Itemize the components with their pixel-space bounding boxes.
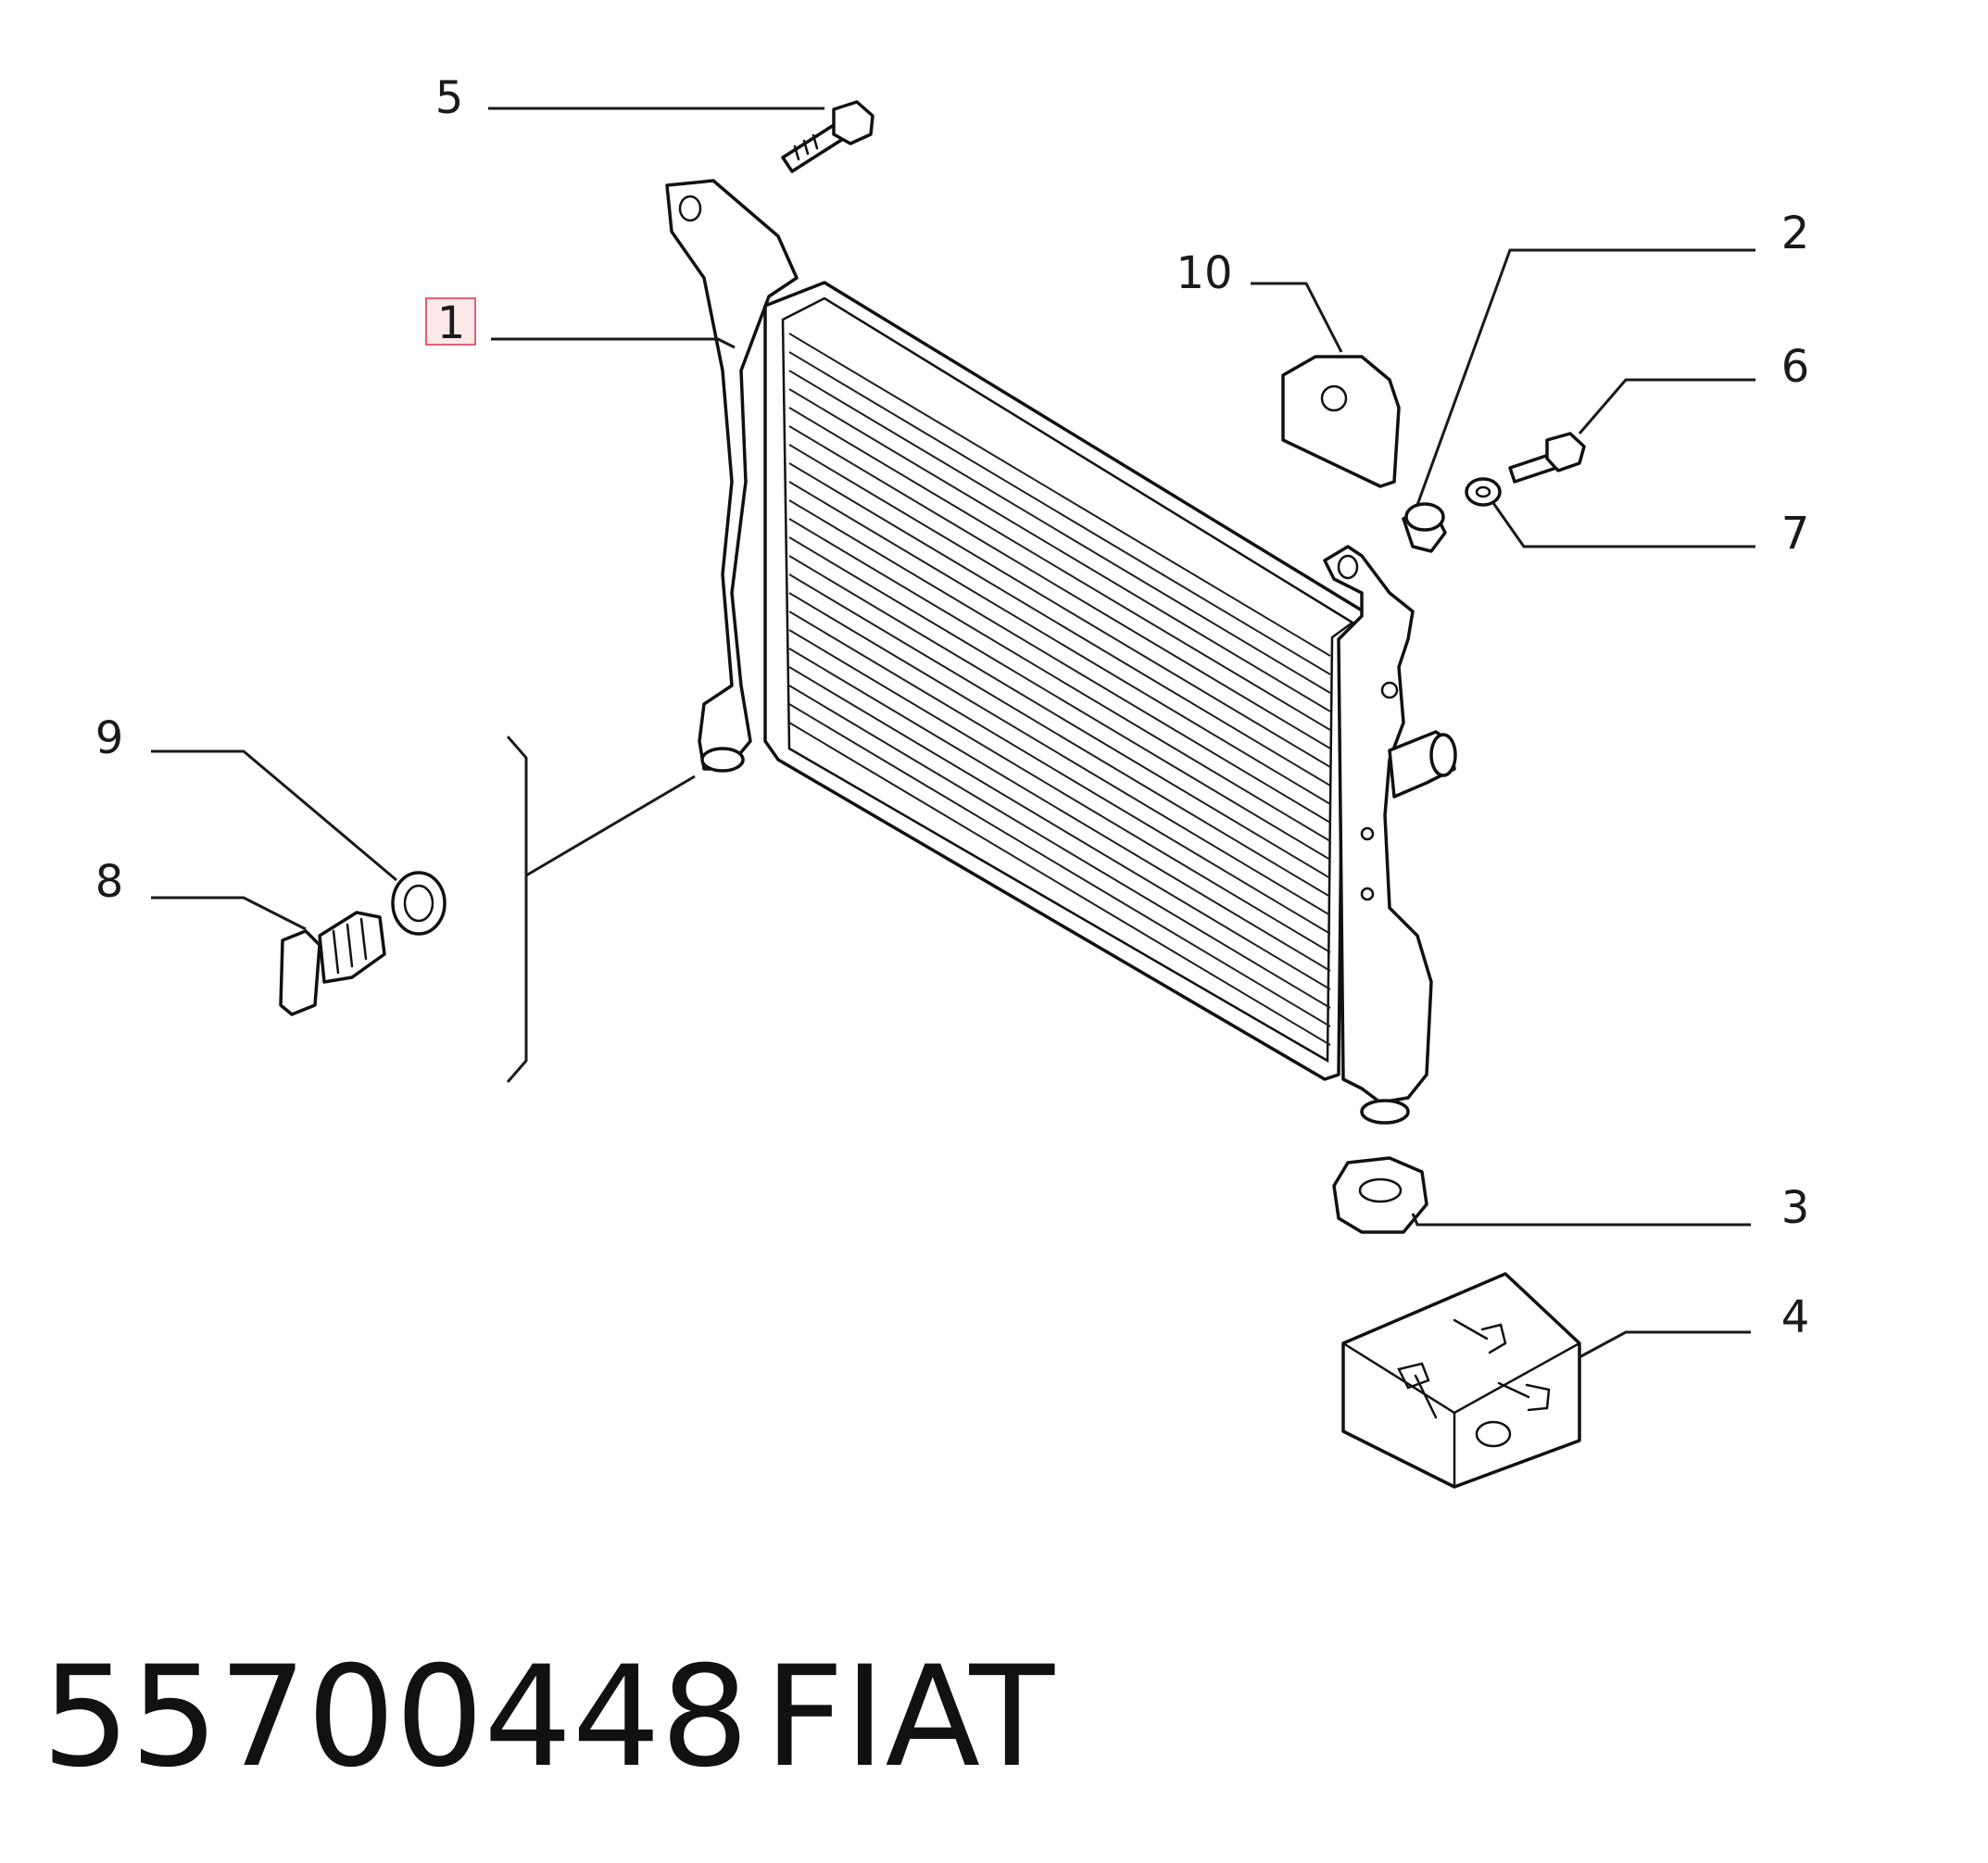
callout-1[interactable]: 1 bbox=[437, 297, 466, 349]
right-tank-port-2 bbox=[1360, 826, 1375, 841]
part-8-drain-plug bbox=[279, 911, 386, 1016]
leader-1 bbox=[491, 337, 736, 349]
leader-10 bbox=[1251, 282, 1343, 353]
callout-9[interactable]: 9 bbox=[95, 712, 124, 764]
kit-bolt-b bbox=[1397, 1362, 1438, 1419]
leader-9 bbox=[151, 749, 397, 882]
kit-bolt-a bbox=[1453, 1318, 1507, 1354]
callout-1-highlight-box bbox=[425, 297, 476, 346]
callout-3[interactable]: 3 bbox=[1781, 1182, 1810, 1234]
radiator-core-inner bbox=[781, 296, 1355, 1064]
leader-3 bbox=[1411, 1213, 1751, 1227]
leader-2 bbox=[1416, 248, 1755, 506]
left-bottom-peg bbox=[700, 747, 745, 773]
callout-2[interactable]: 2 bbox=[1781, 208, 1810, 259]
leader-6 bbox=[1578, 378, 1755, 434]
brand-name: FIAT bbox=[764, 1637, 1055, 1798]
callout-6[interactable]: 6 bbox=[1781, 341, 1810, 393]
group-bracket-8-9 bbox=[506, 736, 696, 1083]
callout-10[interactable]: 10 bbox=[1176, 247, 1232, 299]
part-3-mount bbox=[1332, 1156, 1428, 1234]
part-10-cover bbox=[1281, 355, 1401, 488]
part-5-bolt bbox=[781, 100, 874, 173]
callout-4[interactable]: 4 bbox=[1781, 1291, 1810, 1343]
outlet-pipe-end bbox=[1429, 733, 1457, 777]
right-bottom-peg bbox=[1360, 1099, 1410, 1125]
part-10-hole bbox=[1320, 384, 1348, 412]
part-9-ring bbox=[391, 871, 447, 936]
radiator-core-frame bbox=[763, 281, 1373, 1081]
part-7-washer bbox=[1465, 477, 1502, 507]
leader-7 bbox=[1491, 502, 1755, 548]
radiator-fins bbox=[788, 333, 1331, 1046]
part-number: 55700448 bbox=[42, 1637, 749, 1798]
radiator-assembly bbox=[665, 179, 1457, 1125]
part-6-bolt bbox=[1508, 432, 1586, 484]
left-mount-hole bbox=[678, 195, 702, 222]
callout-7[interactable]: 7 bbox=[1781, 508, 1810, 560]
radiator-right-tank bbox=[1323, 545, 1433, 1104]
part-2-grommet bbox=[1402, 502, 1447, 553]
leader-4 bbox=[1579, 1330, 1751, 1359]
right-tank-port-1 bbox=[1380, 681, 1399, 699]
right-tank-port-3 bbox=[1360, 887, 1375, 901]
leader-8 bbox=[151, 896, 307, 931]
callout-8[interactable]: 8 bbox=[95, 856, 124, 908]
part-4-kit-box bbox=[1341, 1272, 1581, 1489]
kit-bolt-c bbox=[1497, 1381, 1551, 1412]
kit-nut bbox=[1475, 1420, 1512, 1448]
right-mount-hole bbox=[1337, 554, 1359, 580]
callout-5[interactable]: 5 bbox=[435, 72, 464, 124]
